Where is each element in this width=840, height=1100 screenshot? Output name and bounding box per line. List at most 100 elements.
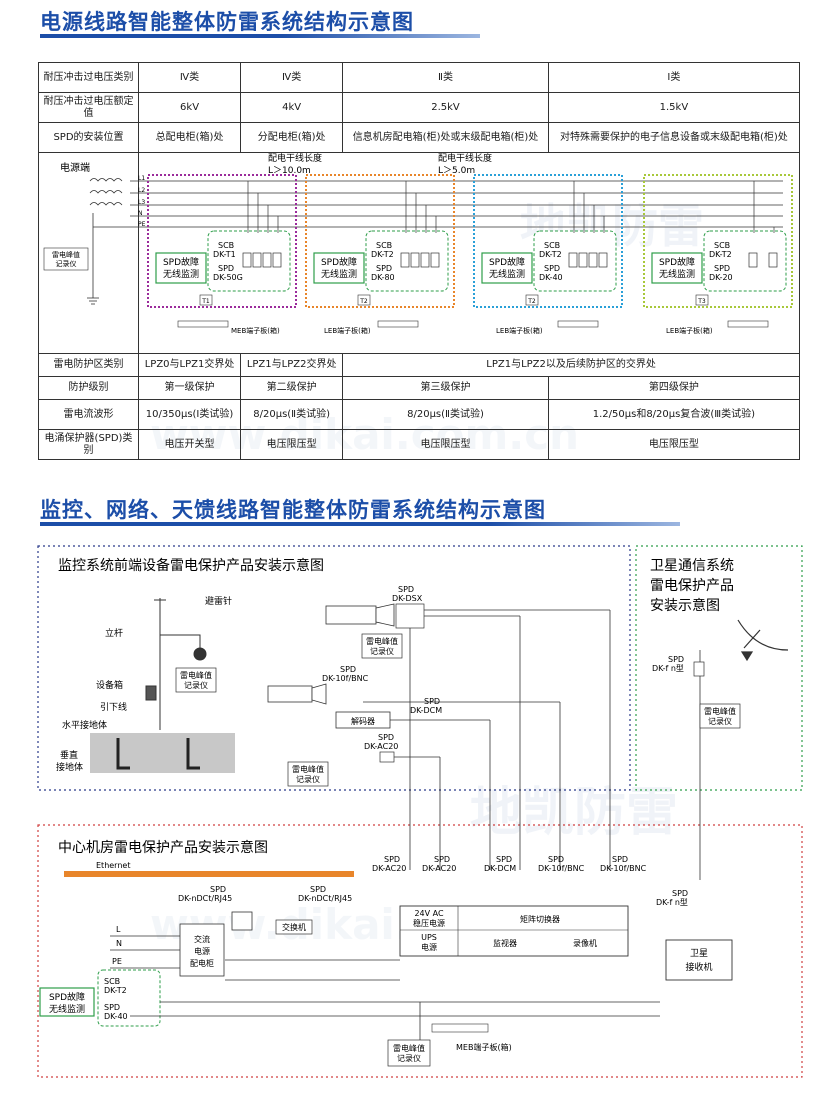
spd-dsx-box <box>395 603 425 629</box>
computer-icon <box>231 911 253 931</box>
down-lead-label: 引下线 <box>100 701 127 713</box>
rj45-label-1: DK-nDCt/RJ45 <box>178 894 232 903</box>
ground-electrodes <box>116 738 200 770</box>
recorder-label: 雷电峰值 <box>366 636 398 646</box>
svg-text:无线监测: 无线监测 <box>321 268 357 280</box>
line-label: N <box>138 210 143 217</box>
room-spd-label: DK-40 <box>104 1012 128 1021</box>
satellite-title: 卫星通信系统 <box>650 558 734 574</box>
camera-1-icon <box>325 603 395 627</box>
room-spd-ac20: DK-AC20 <box>422 864 456 873</box>
svg-text:LEB端子板(箱): LEB端子板(箱) <box>496 326 543 335</box>
pole-assembly <box>145 598 207 730</box>
table-cell: 第二级保护 <box>240 376 344 400</box>
row-header: 雷电防护区类别 <box>38 353 139 377</box>
vertical-ground-label: 接地体 <box>56 761 83 773</box>
room-title: 中心机房雷电保护产品安装示意图 <box>58 839 268 856</box>
room-scb-label: DK-T2 <box>104 986 127 995</box>
front-end-title: 监控系统前端设备雷电保护产品安装示意图 <box>58 557 324 574</box>
svg-text:T2: T2 <box>359 298 368 305</box>
rj45-label-1: SPD <box>210 885 226 894</box>
table-cell: 10/350μs(Ⅰ类试验) <box>137 399 242 430</box>
satellite-title: 雷电保护产品 <box>650 578 734 594</box>
svg-text:SCB: SCB <box>544 241 560 250</box>
recorder-front <box>175 667 217 693</box>
svg-text:DK-20: DK-20 <box>709 273 733 282</box>
table-cell: Ⅳ类 <box>240 62 344 93</box>
switch-box <box>275 919 313 935</box>
sat-spd-box <box>693 661 705 677</box>
matrix-label: 矩阵切换器 <box>520 914 560 924</box>
svg-text:SPD故障: SPD故障 <box>321 256 357 268</box>
svg-text:DK-T2: DK-T2 <box>371 250 394 259</box>
table-cell: 电压限压型 <box>240 429 344 460</box>
monitoring-diagram: 监控系统前端设备雷电保护产品安装示意图 卫星通信系统 雷电保护产品 安装示意图 … <box>37 545 803 1078</box>
svg-text:DK-T2: DK-T2 <box>709 250 732 259</box>
recorder-label: 雷电峰值 <box>180 670 212 680</box>
table-cell: Ⅰ类 <box>547 62 801 93</box>
sat-spd-label: DK-f n型 <box>652 664 684 673</box>
table-cell: 8/20μs(Ⅱ类试验) <box>342 399 549 430</box>
room-spd-bnc: SPD <box>612 855 628 864</box>
spd-ac20-box <box>379 751 395 763</box>
svg-text:DK-80: DK-80 <box>371 273 395 282</box>
camera-2-icon <box>267 683 327 705</box>
table-cell: 1.5kV <box>547 92 801 123</box>
svg-text:DK-T1: DK-T1 <box>213 250 236 259</box>
section2-title: 监控、网络、天馈线路智能整体防雷系统结构示意图 <box>40 498 546 522</box>
ac-cabinet-label: 交流 <box>194 934 210 944</box>
svg-text:MEB端子板(箱): MEB端子板(箱) <box>231 326 280 335</box>
svg-text:SPD: SPD <box>218 264 234 273</box>
row-header: SPD的安装位置 <box>38 122 139 153</box>
recorder-label: 雷电峰值 <box>393 1043 425 1053</box>
room-frame <box>37 824 803 1078</box>
svg-text:LEB端子板(箱): LEB端子板(箱) <box>324 326 371 335</box>
table-cell: 信息机房配电箱(柜)处或末级配电箱(柜)处 <box>342 122 549 153</box>
svg-text:LEB端子板(箱): LEB端子板(箱) <box>666 326 713 335</box>
length-label-2b: L＞5.0m <box>438 166 475 176</box>
recorder-label: 记录仪 <box>708 717 732 726</box>
regulator-label: 稳压电源 <box>413 918 445 928</box>
section1-title: 电源线路智能整体防雷系统结构示意图 <box>40 10 414 34</box>
svg-text:SCB: SCB <box>376 241 392 250</box>
row-header: 耐压冲击过电压类别 <box>38 62 139 93</box>
length-label-1b: L＞10.0m <box>268 166 311 176</box>
table-cell: 第四级保护 <box>547 376 801 400</box>
table-cell: Ⅳ类 <box>137 62 242 93</box>
table-cell: 4kV <box>240 92 344 123</box>
line-label: PE <box>138 221 146 228</box>
room-spd-bnc: SPD <box>548 855 564 864</box>
length-label-1: 配电干线长度 <box>268 153 322 164</box>
spd-panel-4: SPD故障 无线监测 SCB DK-T2 SPD DK-20 T3 LEB端子板… <box>643 174 793 335</box>
sat-receiver-label: 接收机 <box>685 961 712 973</box>
recorder-label: 记录仪 <box>397 1054 421 1063</box>
room-spd-dcm: DK-DCM <box>484 864 516 873</box>
spd-ac20-label: SPD <box>378 733 394 742</box>
room-line-label: N <box>116 939 122 948</box>
recorder-label: 记录仪 <box>184 681 208 690</box>
recorder-dev-label: 录像机 <box>573 938 597 948</box>
title-underline-2 <box>40 522 680 526</box>
power-end-label: 电源端 <box>60 161 90 174</box>
spd-dsx-label: DK-DSX <box>392 594 423 603</box>
svg-text:T1: T1 <box>201 298 210 305</box>
room-spd-ac20: SPD <box>384 855 400 864</box>
room-monitor-box <box>39 987 95 1017</box>
svg-text:SCB: SCB <box>714 241 730 250</box>
line-label: L3 <box>138 199 145 206</box>
row-header: 防护级别 <box>38 376 139 400</box>
ethernet-label: Ethernet <box>96 861 130 870</box>
table-cell: 2.5kV <box>342 92 549 123</box>
spd-dcm-label: DK-DCM <box>410 706 442 715</box>
svg-text:DK-50G: DK-50G <box>213 273 243 282</box>
room-monitor-label: 无线监测 <box>49 1003 85 1015</box>
room-spd-dcm: SPD <box>496 855 512 864</box>
recorder-label: 记录仪 <box>370 647 394 656</box>
room-line-label: L <box>116 925 121 934</box>
front-end-frame <box>37 545 631 791</box>
table-cell: 6kV <box>137 92 242 123</box>
room-spd-fn: SPD <box>672 889 688 898</box>
equipment-box-label: 设备箱 <box>96 679 123 691</box>
signal-cables <box>363 609 701 880</box>
svg-text:SCB: SCB <box>218 241 234 250</box>
